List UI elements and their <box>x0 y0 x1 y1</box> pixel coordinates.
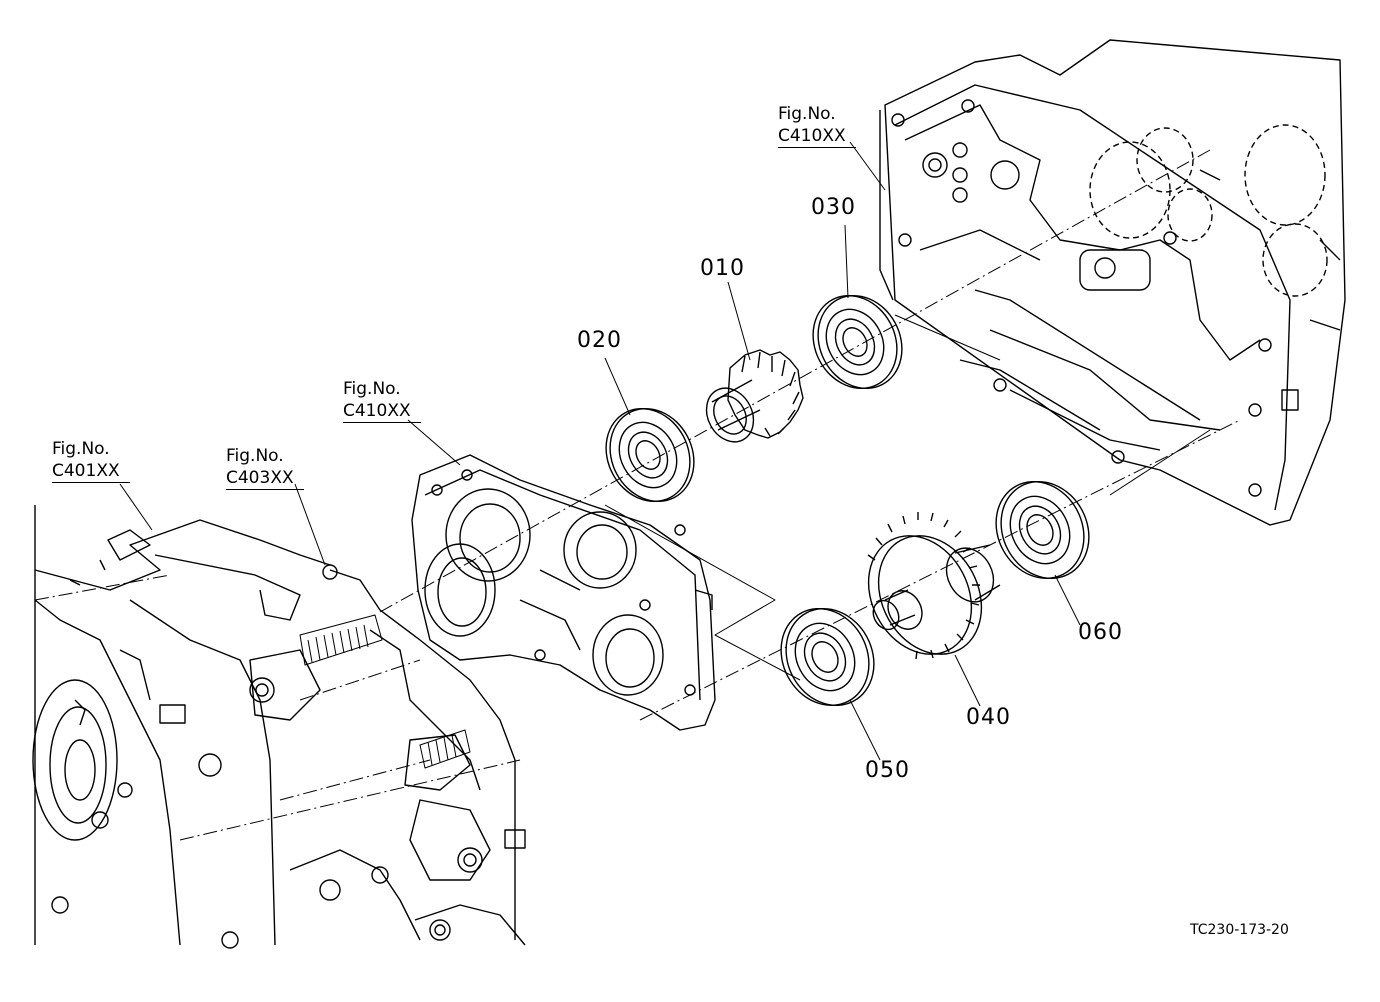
part-040-gear-shaft <box>849 512 1003 672</box>
part-010-gear <box>697 350 803 450</box>
fig-ref-c401xx: Fig.No. C401XX <box>52 438 130 483</box>
fig-ref-number: C401XX <box>52 460 130 483</box>
fig-ref-number: C403XX <box>226 467 304 490</box>
fig-ref-number: C410XX <box>343 400 421 423</box>
fig-ref-label: Fig.No. <box>778 104 836 124</box>
part-label-030: 030 <box>811 195 856 220</box>
fig-ref-c410xx-case: Fig.No. C410XX <box>778 103 856 148</box>
shift-rod-splines <box>300 615 470 768</box>
part-030-bearing <box>797 281 918 403</box>
part-060-bearing <box>979 466 1105 594</box>
part-label-060: 060 <box>1078 620 1123 645</box>
fig-ref-label: Fig.No. <box>226 446 284 466</box>
fig-ref-c410xx-plate: Fig.No. C410XX <box>343 378 421 423</box>
fig-ref-label: Fig.No. <box>52 439 110 459</box>
transmission-case-left <box>33 505 525 948</box>
part-label-040: 040 <box>966 705 1011 730</box>
part-020-bearing <box>590 394 710 516</box>
leader-lines <box>120 142 1210 760</box>
part-label-010: 010 <box>700 256 745 281</box>
alignment-lines <box>35 150 1240 840</box>
drawing-code: TC230-173-20 <box>1190 922 1289 938</box>
part-label-050: 050 <box>865 758 910 783</box>
part-050-bearing <box>764 593 890 721</box>
fig-ref-number: C410XX <box>778 125 856 148</box>
cover-plate <box>412 455 715 730</box>
fig-ref-label: Fig.No. <box>343 379 401 399</box>
part-label-020: 020 <box>577 328 622 353</box>
fig-ref-c403xx: Fig.No. C403XX <box>226 445 304 490</box>
transmission-case-right <box>880 40 1345 525</box>
